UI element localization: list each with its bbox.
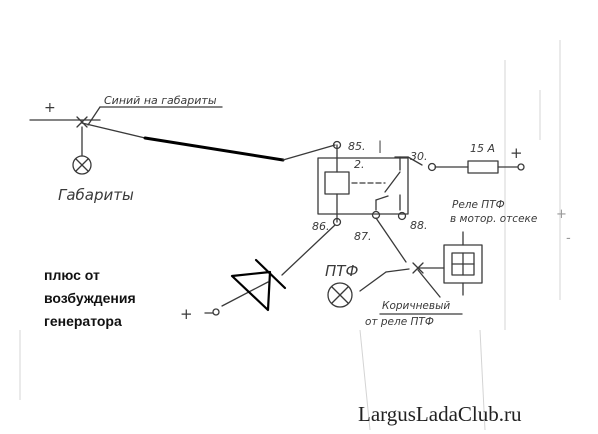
fog-relay-label-2: в мотор. отсеке xyxy=(450,213,537,225)
relay-number-label: 2. xyxy=(354,158,365,171)
fuse-label: 15 А xyxy=(470,142,495,155)
pin-85-label: 85. xyxy=(348,140,366,153)
fog-relay-block xyxy=(443,231,483,296)
note-line-1: плюс от xyxy=(44,267,100,283)
note-line-3: генератора xyxy=(44,313,122,329)
brown-wire-lead xyxy=(417,269,441,298)
terminal-86 xyxy=(332,217,342,227)
faint-plus-sign: + xyxy=(556,207,567,222)
blue-wire-label: Синий на габариты xyxy=(104,94,217,107)
generator-plus-sign: + xyxy=(180,305,193,323)
brown-wire-label-1: Коричневый xyxy=(382,300,450,312)
background-scan-lines xyxy=(19,40,561,431)
relay-2 xyxy=(317,144,423,223)
terminal-85 xyxy=(332,140,342,150)
note-line-2: возбуждения xyxy=(44,290,136,306)
relay-coil-icon xyxy=(324,171,350,195)
pin-86-label: 86. xyxy=(312,220,330,233)
relay-top-mark: | xyxy=(378,139,382,153)
fog-branch xyxy=(359,217,445,298)
terminal-88 xyxy=(397,211,407,221)
fuse-icon xyxy=(467,160,499,174)
fog-lamps-label: ПТФ xyxy=(325,262,358,280)
supply-terminal xyxy=(517,163,525,171)
plus-sign: + xyxy=(44,100,56,116)
side-lights-branch xyxy=(29,106,336,175)
pin-87-label: 87. xyxy=(354,230,372,243)
generator-branch xyxy=(204,224,336,316)
brown-wire-label-2: от реле ПТФ xyxy=(365,316,434,328)
wire-to-pin-85 xyxy=(282,144,336,161)
diode-icon xyxy=(230,258,287,312)
pin-30-label: 30. xyxy=(410,150,428,163)
blue-wire-tap xyxy=(87,106,101,126)
faint-minus-sign: - xyxy=(566,231,571,246)
supply-plus-sign: + xyxy=(510,144,523,162)
pin-88-label: 88. xyxy=(410,219,428,232)
side-lights-label: Габариты xyxy=(58,186,134,204)
generator-note: плюс от возбуждения генератора xyxy=(44,267,136,329)
fog-relay-label-1: Реле ПТФ xyxy=(452,199,505,211)
fuse-branch xyxy=(434,160,525,174)
relay-box xyxy=(317,157,409,215)
drawn-bold-wire xyxy=(143,136,285,162)
site-watermark: LargusLadaClub.ru xyxy=(358,402,522,426)
junction-cross xyxy=(76,116,88,128)
wire-to-relay xyxy=(81,122,146,139)
wire-86-to-diode xyxy=(281,224,336,276)
side-light-lamp-icon xyxy=(72,155,92,175)
generator-terminal xyxy=(212,308,220,316)
fog-lamp-icon xyxy=(327,282,353,308)
relay-contact-switch xyxy=(384,171,401,193)
